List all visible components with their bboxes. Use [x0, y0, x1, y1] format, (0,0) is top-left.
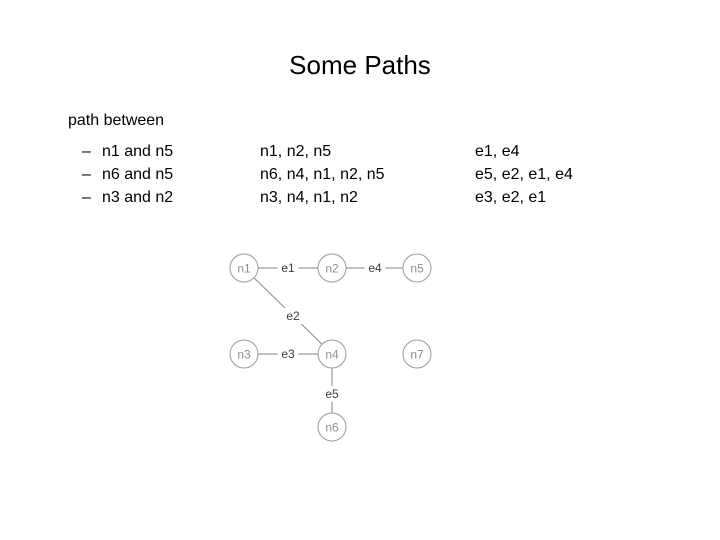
edge-label-backdrop-e3	[277, 346, 299, 362]
node-circle-n7	[402, 339, 432, 369]
node-label-n3: n3	[237, 348, 251, 362]
table-row: –n3 and n2 n3, n4, n1, n2 e3, e2, e1	[0, 186, 720, 209]
edge-label-backdrop-e5	[321, 386, 343, 402]
edge-label-e4: e4	[368, 261, 382, 275]
node-circle-n4	[317, 339, 347, 369]
edge-label-e1: e1	[281, 261, 295, 275]
node-label-n5: n5	[410, 262, 424, 276]
table-row: –n1 and n5 n1, n2, n5 e1, e4	[0, 140, 720, 163]
graph-node-layer: n1 n2 n5 n3 n4 n7 n6	[229, 253, 432, 442]
graph-edge-e5: e5	[321, 368, 343, 413]
path-query-cell: –n1 and n5	[82, 140, 173, 163]
graph-node-n4: n4	[317, 339, 347, 369]
node-label-n4: n4	[325, 348, 339, 362]
graph-node-n5: n5	[402, 253, 432, 283]
bullet-dash-icon: –	[82, 189, 91, 206]
edge-label-e2: e2	[286, 309, 300, 323]
graph-node-n2: n2	[317, 253, 347, 283]
graph-edge-e2: e2	[253, 277, 323, 345]
edge-path-cell: e3, e2, e1	[475, 189, 547, 206]
graph-node-n7: n7	[402, 339, 432, 369]
node-circle-n3	[229, 339, 259, 369]
bullet-dash-icon: –	[82, 143, 91, 160]
edge-label-e3: e3	[281, 347, 295, 361]
graph-node-n1: n1	[229, 253, 259, 283]
node-label-n1: n1	[237, 262, 251, 276]
edge-label-e5: e5	[325, 387, 339, 401]
page-title: Some Paths	[289, 50, 431, 81]
edge-path-cell: e5, e2, e1, e4	[475, 166, 573, 183]
graph-edge-e1: e1	[258, 260, 318, 276]
path-query-label: n3 and n2	[102, 189, 174, 206]
edge-label-backdrop-e4	[364, 260, 386, 276]
node-circle-n1	[229, 253, 259, 283]
node-label-n6: n6	[325, 421, 339, 435]
path-query-cell: –n3 and n2	[82, 186, 173, 209]
path-query-label: n6 and n5	[102, 166, 174, 183]
graph-node-n3: n3	[229, 339, 259, 369]
paths-lead-in: path between	[68, 112, 165, 129]
bullet-dash-icon: –	[82, 166, 91, 183]
graph-edge-e3: e3	[258, 346, 318, 362]
node-path-cell: n3, n4, n1, n2	[260, 189, 358, 206]
graph-edge-layer: e1 e4 e2 e3 e5	[253, 260, 403, 413]
node-label-n2: n2	[325, 262, 339, 276]
node-circle-n6	[317, 412, 347, 442]
edge-label-backdrop-e1	[277, 260, 299, 276]
path-query-cell: –n6 and n5	[82, 163, 173, 186]
node-path-cell: n1, n2, n5	[260, 143, 332, 160]
paths-table: path between –n1 and n5 n1, n2, n5 e1, e…	[0, 110, 720, 220]
node-path-cell: n6, n4, n1, n2, n5	[260, 166, 385, 183]
graph-diagram: e1 e4 e2 e3 e5 n1 n2 n5 n3 n4 n7 n6	[210, 242, 450, 452]
path-query-label: n1 and n5	[102, 143, 174, 160]
node-circle-n2	[317, 253, 347, 283]
graph-canvas: e1 e4 e2 e3 e5 n1 n2 n5 n3 n4 n7 n6	[229, 253, 432, 442]
edge-path-cell: e1, e4	[475, 143, 520, 160]
node-label-n7: n7	[410, 348, 424, 362]
edge-label-backdrop-e2	[282, 308, 304, 324]
node-circle-n5	[402, 253, 432, 283]
graph-edge-e4: e4	[346, 260, 403, 276]
table-row: –n6 and n5 n6, n4, n1, n2, n5 e5, e2, e1…	[0, 163, 720, 186]
graph-node-n6: n6	[317, 412, 347, 442]
